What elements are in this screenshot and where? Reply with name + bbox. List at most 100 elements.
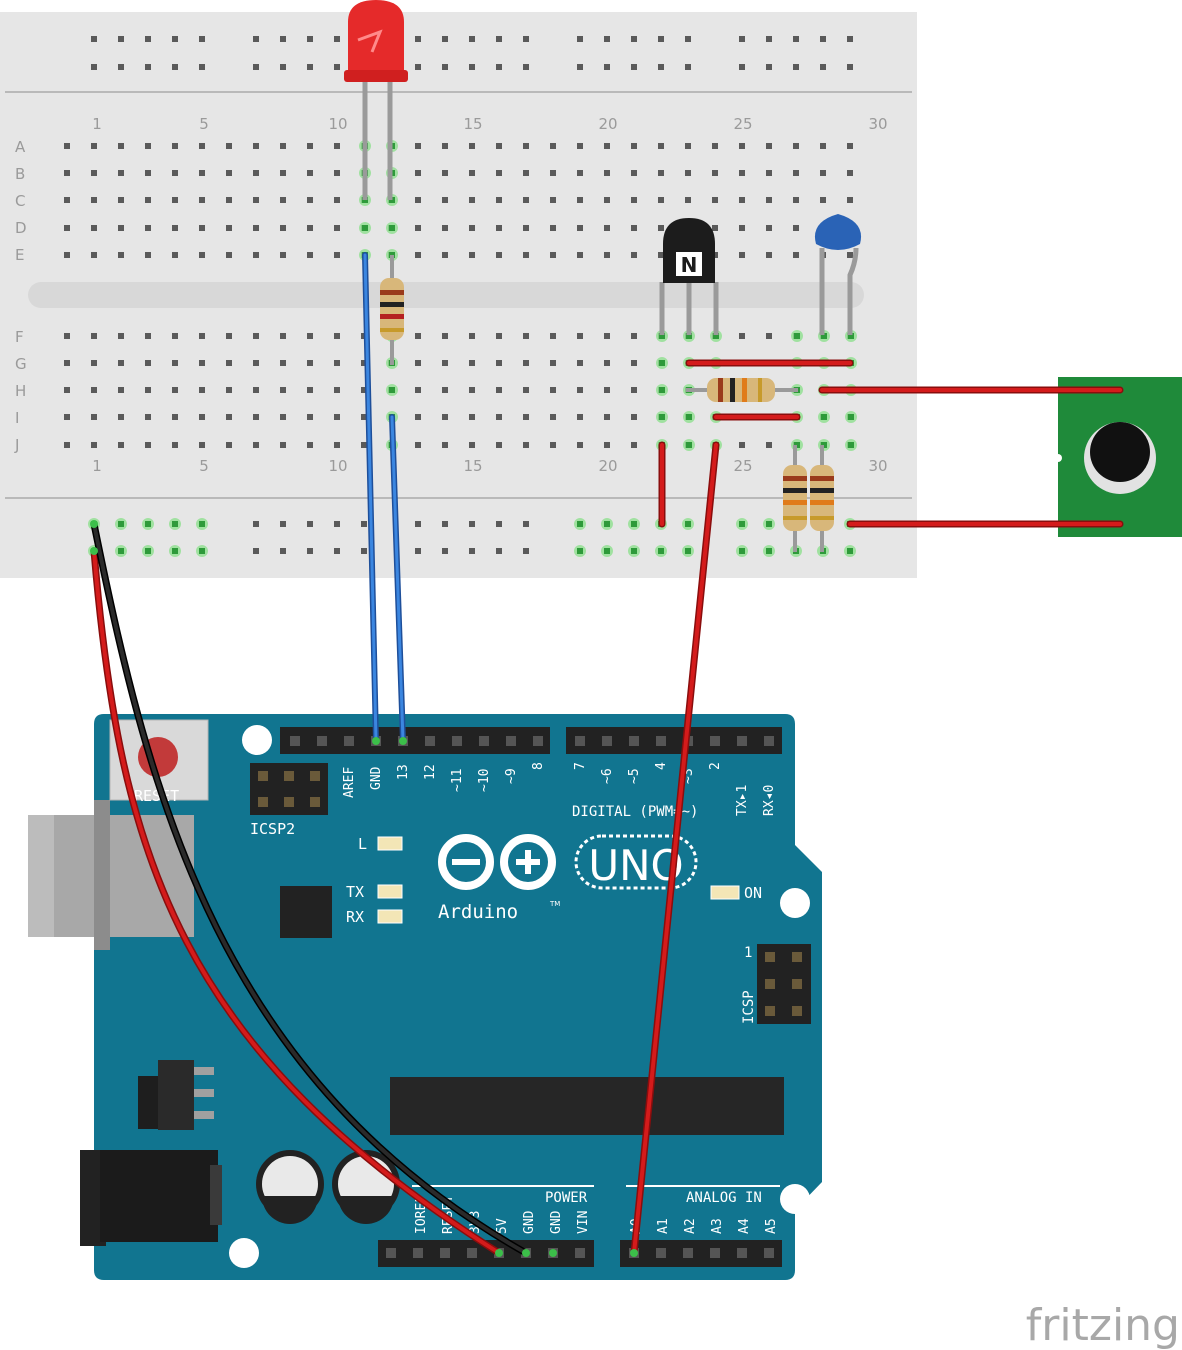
col-label: 15 — [463, 115, 482, 133]
digital-header-left — [280, 727, 550, 754]
breadboard-hole — [199, 414, 205, 420]
breadboard-hole — [523, 170, 529, 176]
pin-label-tx: TX▸1 — [735, 785, 750, 816]
breadboard-hole — [145, 252, 151, 258]
rail-hole — [91, 64, 97, 70]
breadboard-hole — [118, 143, 124, 149]
breadboard-hole — [550, 360, 556, 366]
breadboard-hole — [415, 252, 421, 258]
rail-hole — [523, 548, 529, 554]
row-label: G — [15, 355, 27, 373]
breadboard-hole — [415, 197, 421, 203]
breadboard-hole — [658, 197, 664, 203]
npn-transistor: N — [659, 218, 719, 335]
pin-label-12: 12 — [423, 764, 438, 780]
breadboard-hole — [685, 170, 691, 176]
on-label: ON — [744, 884, 762, 902]
breadboard-hole — [145, 414, 151, 420]
col-label: 10 — [328, 457, 347, 475]
rail-hole — [766, 64, 772, 70]
breadboard-hole — [226, 360, 232, 366]
brand-label: Arduino — [438, 901, 518, 923]
breadboard-hole — [739, 143, 745, 149]
rail-hole — [280, 36, 286, 42]
microphone-module — [1054, 377, 1182, 537]
breadboard-hole — [118, 360, 124, 366]
breadboard-hole — [442, 225, 448, 231]
breadboard-hole — [64, 442, 70, 448]
breadboard-hole — [226, 414, 232, 420]
breadboard-hole — [280, 360, 286, 366]
breadboard-hole — [712, 143, 718, 149]
rail-hole — [496, 64, 502, 70]
breadboard-hole — [550, 143, 556, 149]
breadboard: 1 5 10 15 20 25 30 1 5 10 15 20 25 30 A … — [0, 12, 917, 578]
breadboard-hole — [577, 387, 583, 393]
header-pin — [506, 736, 516, 746]
breadboard-hole — [604, 225, 610, 231]
column-numbers-bottom: 1 5 10 15 20 25 30 — [92, 457, 887, 475]
breadboard-hole — [145, 360, 151, 366]
breadboard-hole — [415, 333, 421, 339]
breadboard-hole — [199, 252, 205, 258]
breadboard-hole — [118, 333, 124, 339]
breadboard-hole — [280, 197, 286, 203]
breadboard-hole — [604, 414, 610, 420]
breadboard-hole — [631, 333, 637, 339]
power-label: POWER — [545, 1190, 588, 1206]
breadboard-hole — [118, 252, 124, 258]
rail-hole — [631, 64, 637, 70]
breadboard-hole — [496, 170, 502, 176]
breadboard-hole — [793, 225, 799, 231]
breadboard-hole — [766, 143, 772, 149]
usb-connector — [28, 800, 194, 950]
breadboard-hole — [523, 143, 529, 149]
col-label: 20 — [598, 115, 617, 133]
breadboard-hole — [415, 360, 421, 366]
breadboard-hole — [145, 197, 151, 203]
col-label: 20 — [598, 457, 617, 475]
header-pin — [710, 736, 720, 746]
breadboard-hole — [118, 225, 124, 231]
rail-hole — [415, 36, 421, 42]
rail-hole — [172, 64, 178, 70]
rail-hole — [415, 521, 421, 527]
breadboard-hole — [172, 252, 178, 258]
breadboard-hole — [253, 197, 259, 203]
breadboard-hole — [91, 252, 97, 258]
breadboard-hole — [766, 225, 772, 231]
col-label: 15 — [463, 457, 482, 475]
pin-label-a2: A2 — [683, 1218, 698, 1234]
breadboard-hole — [64, 360, 70, 366]
pin-label-vin: VIN — [576, 1211, 591, 1234]
breadboard-hole — [550, 414, 556, 420]
breadboard-hole — [685, 143, 691, 149]
breadboard-hole — [199, 442, 205, 448]
rail-hole — [766, 36, 772, 42]
breadboard-hole — [199, 197, 205, 203]
breadboard-hole — [604, 387, 610, 393]
breadboard-hole — [226, 442, 232, 448]
breadboard-hole — [172, 143, 178, 149]
rail-hole — [820, 64, 826, 70]
breadboard-hole — [847, 252, 853, 258]
rail-hole — [118, 36, 124, 42]
breadboard-hole — [226, 143, 232, 149]
pin-label-a3: A3 — [710, 1218, 725, 1234]
breadboard-hole — [793, 170, 799, 176]
breadboard-hole — [64, 414, 70, 420]
row-label: E — [15, 246, 24, 264]
row-label: D — [15, 219, 27, 237]
led-label-rx: RX — [346, 908, 364, 926]
col-label: 1 — [92, 457, 102, 475]
row-label: C — [15, 192, 25, 210]
usb-chip — [280, 886, 332, 938]
breadboard-hole — [253, 225, 259, 231]
breadboard-hole — [334, 170, 340, 176]
breadboard-hole — [145, 170, 151, 176]
header-pin — [425, 736, 435, 746]
breadboard-hole — [469, 387, 475, 393]
mounting-hole — [780, 1184, 810, 1214]
rail-hole — [469, 36, 475, 42]
header-pin — [533, 736, 543, 746]
